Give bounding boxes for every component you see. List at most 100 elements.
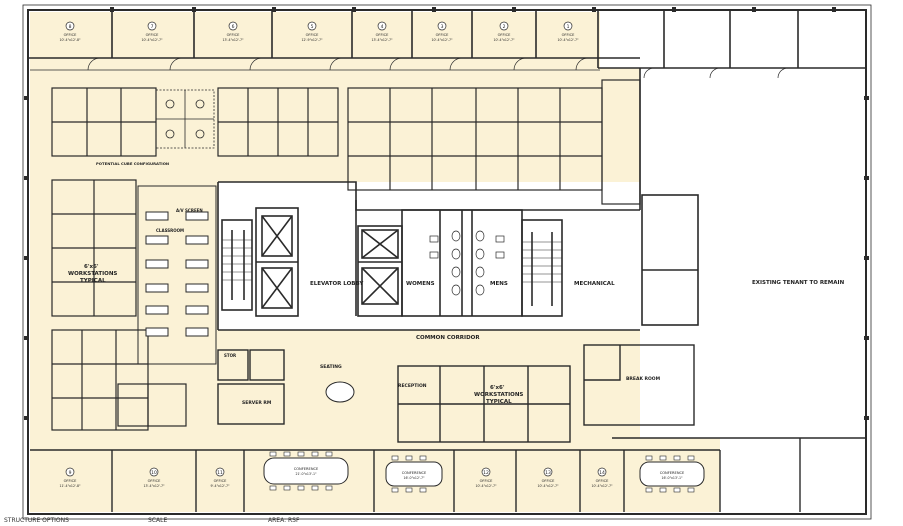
office-size: 10'-4"x12'-7" <box>591 484 613 488</box>
office-label: OFFICE <box>562 33 576 37</box>
office-label: OFFICE <box>227 33 241 37</box>
office-size: 10'-4"x12'-7" <box>431 38 453 42</box>
office-number: 12 <box>483 470 489 476</box>
office-label: OFFICE <box>214 479 228 483</box>
label-stor: STOR <box>224 353 236 358</box>
office-labels: 8OFFICE10'-4"x12'-8"7OFFICE10'-4"x12'-7"… <box>59 21 613 488</box>
columns <box>24 7 869 420</box>
label-existing-tenant: EXISTING TENANT TO REMAIN <box>752 280 845 286</box>
office-label: OFFICE <box>480 479 494 483</box>
label-break-room: BREAK ROOM <box>626 376 661 382</box>
office-size: 13'-4"x12'-7" <box>222 38 244 42</box>
conference-size: 16'-0"x13'-1" <box>661 476 683 480</box>
office-size: 10'-4"x12'-7" <box>141 38 163 42</box>
office-label: OFFICE <box>596 479 610 483</box>
office-label: OFFICE <box>436 33 450 37</box>
building-core-walls <box>217 181 699 331</box>
office-number: 10 <box>151 470 157 476</box>
office-number: 11 <box>217 470 223 476</box>
office-label: OFFICE <box>146 33 160 37</box>
conference-labels: CONFERENCE21'-0"x13'-1"CONFERENCE16'-0"x… <box>294 467 685 480</box>
footer-mid: SCALE <box>148 517 168 524</box>
label-elevator-lobby: ELEVATOR LOBBY <box>310 281 364 287</box>
office-number: 1 <box>567 24 570 30</box>
office-label: OFFICE <box>498 33 512 37</box>
label-av-screen: A/V SCREEN <box>176 208 203 213</box>
top-right-offices <box>600 12 862 68</box>
label-ws-left: WORKSTATIONS <box>68 271 117 277</box>
stair-treads <box>222 239 562 283</box>
office-number: 6 <box>232 24 235 30</box>
footer-right: AREA: RSF <box>268 517 300 524</box>
office-number: 8 <box>69 24 72 30</box>
office-size: 13'-4"x12'-7" <box>371 38 393 42</box>
potential-cube-config <box>155 89 215 149</box>
office-number: 3 <box>441 24 444 30</box>
lower-walls <box>30 344 866 512</box>
office-size: 10'-4"x12'-7" <box>557 38 579 42</box>
label-mens: MENS <box>490 281 508 287</box>
office-number: 13 <box>545 470 551 476</box>
label-potential-cube: POTENTIAL CUBE CONFIGURATION <box>96 161 169 166</box>
conference-label: CONFERENCE <box>402 471 427 475</box>
office-number: 4 <box>381 24 384 30</box>
existing-tenant-space <box>640 68 862 438</box>
conference-size: 16'-0"x12'-7" <box>403 476 425 480</box>
label-ws-sub-center: TYPICAL <box>486 399 512 405</box>
office-number: 7 <box>151 24 154 30</box>
conference-label: CONFERENCE <box>660 471 685 475</box>
office-size: 13'-4"x12'-7" <box>143 484 165 488</box>
office-size: 10'-4"x12'-7" <box>475 484 497 488</box>
office-size: 10'-4"x12'-7" <box>493 38 515 42</box>
building-outline <box>27 9 867 515</box>
label-mechanical: MECHANICAL <box>574 281 615 287</box>
office-label: OFFICE <box>306 33 320 37</box>
label-server: SERVER RM <box>242 400 272 406</box>
office-number: 14 <box>599 470 605 476</box>
conference-size: 21'-0"x13'-1" <box>295 472 317 476</box>
cubicles-upper <box>51 79 641 205</box>
office-size: 10'-4"x12'-7" <box>537 484 559 488</box>
office-label: OFFICE <box>64 33 78 37</box>
classroom <box>137 185 217 365</box>
office-label: OFFICE <box>148 479 162 483</box>
label-reception: RECEPTION <box>398 383 427 389</box>
office-size: 9'-4"x12'-7" <box>210 484 230 488</box>
office-size: 11'-4"x12'-8" <box>59 484 81 488</box>
restroom-fixtures <box>429 230 505 296</box>
top-office-walls <box>28 10 866 210</box>
footer-left: STRUCTURE OPTIONS <box>4 517 69 524</box>
label-classroom: CLASSROOM <box>156 228 184 233</box>
cubicles-left <box>51 179 187 431</box>
label-seating: SEATING <box>320 364 342 370</box>
office-size: 10'-4"x12'-8" <box>59 38 81 42</box>
office-label: OFFICE <box>376 33 390 37</box>
office-number: 5 <box>311 24 314 30</box>
conference-tables <box>263 381 705 487</box>
office-size: 12'-9"x12'-7" <box>301 38 323 42</box>
office-number: 9 <box>69 470 72 476</box>
office-number: 2 <box>503 24 506 30</box>
label-ws-center: WORKSTATIONS <box>474 392 523 398</box>
label-ws-dim-center: 6'x6' <box>490 385 505 391</box>
conference-chairs <box>269 451 695 493</box>
office-label: OFFICE <box>542 479 556 483</box>
label-common-corridor: COMMON CORRIDOR <box>416 335 480 341</box>
office-label: OFFICE <box>64 479 78 483</box>
label-womens: WOMENS <box>406 281 435 287</box>
label-ws-sub-left: TYPICAL <box>80 278 106 284</box>
